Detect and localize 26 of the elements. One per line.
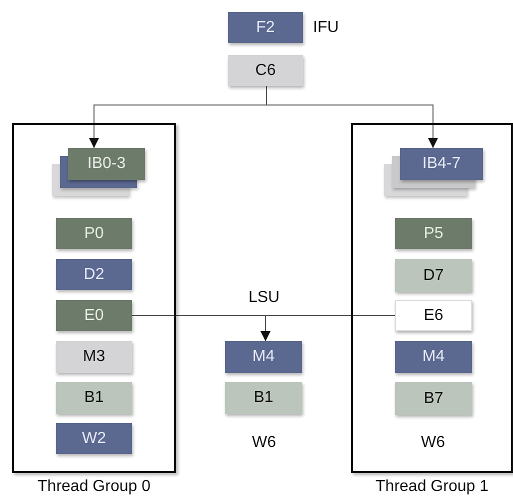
connector-arrow (266, 86, 438, 148)
pipeline-stage-box: P5 (395, 218, 472, 249)
buffer-label: IB4-7 (422, 154, 461, 174)
stage-label: W6 (251, 433, 277, 453)
pipeline-stage-box: M3 (56, 341, 132, 373)
pipeline-stage-box: W2 (56, 423, 132, 454)
pipeline-stage-box: D2 (56, 259, 132, 290)
pipeline-stage-box: M4 (395, 341, 472, 373)
unit-label: IFU (313, 18, 339, 38)
stacked-buffer (384, 148, 483, 196)
pipeline-stage-box: P0 (56, 218, 132, 249)
pipeline-stage-box: B7 (395, 382, 472, 415)
pipeline-stage-box: B1 (225, 382, 302, 414)
pipeline-stage-box: E6 (395, 300, 472, 331)
connector-arrow (260, 315, 396, 342)
group-label: Thread Group 1 (376, 477, 488, 497)
pipeline-stage-box: C6 (228, 55, 303, 86)
stacked-buffer (52, 148, 145, 196)
stage-label: LSU (247, 288, 281, 308)
pipeline-stage-box: D7 (395, 259, 472, 292)
pipeline-stage-box: B1 (56, 382, 132, 414)
pipeline-stage-box: M4 (225, 341, 302, 373)
stage-label: W6 (420, 433, 446, 453)
group-label: Thread Group 0 (38, 477, 150, 497)
buffer-label: IB0-3 (87, 154, 126, 174)
pipeline-stage-box: E0 (56, 300, 132, 331)
